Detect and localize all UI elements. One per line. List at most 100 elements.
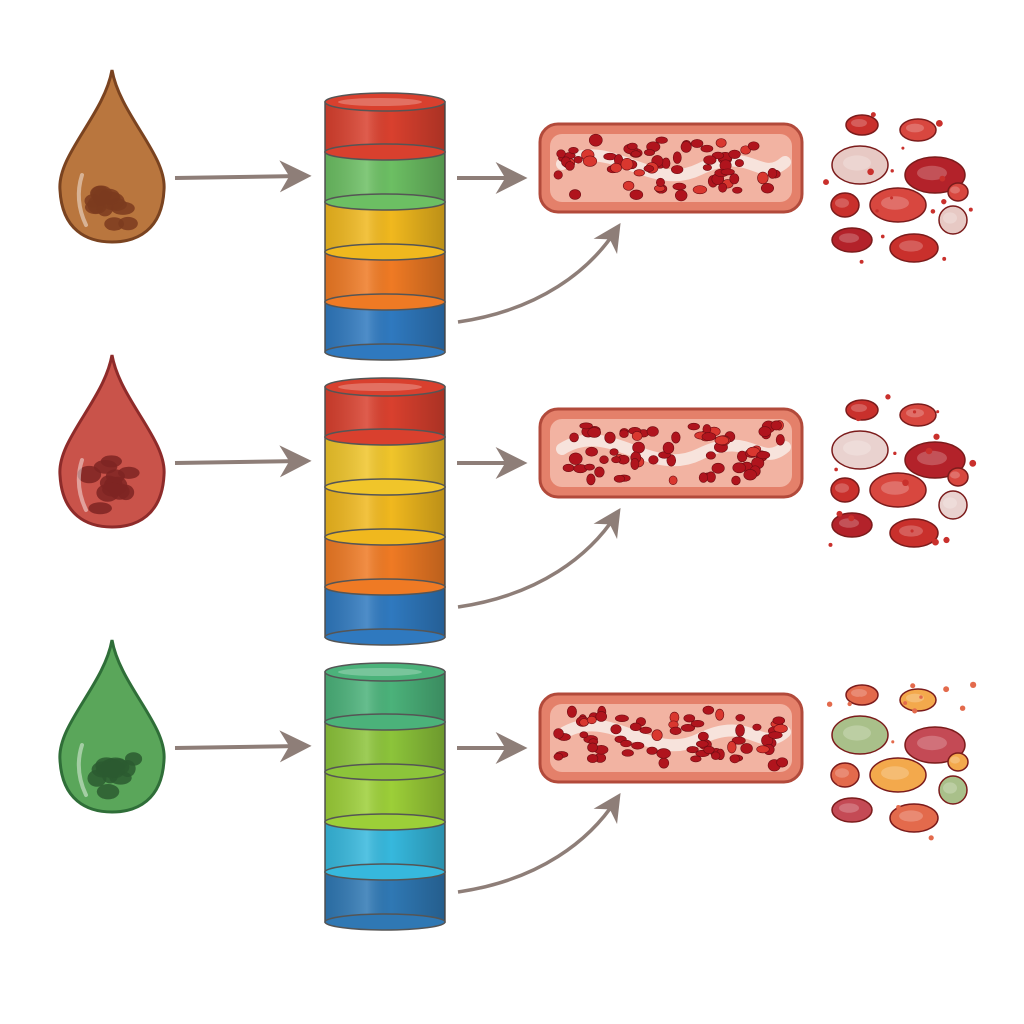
- cell-dot: [912, 708, 918, 714]
- vessel-cell: [610, 162, 622, 173]
- vessel-cell: [703, 745, 715, 755]
- vessel-cell: [587, 754, 599, 763]
- vessel-cell: [648, 455, 659, 465]
- cell-dot: [935, 119, 943, 127]
- vessel-cell: [687, 422, 700, 431]
- arrow-to-stack: [174, 445, 312, 478]
- vessel-cell: [702, 705, 715, 715]
- cell-dot: [836, 780, 842, 786]
- cell-dot: [942, 256, 947, 261]
- vessel-cell: [594, 466, 605, 478]
- layer-bottom-rim: [324, 293, 446, 311]
- red-drop-icon: [58, 354, 166, 529]
- drop-highlight: [76, 743, 88, 797]
- vessel-cell: [556, 149, 566, 159]
- blood-cell-shine: [943, 497, 957, 509]
- vessel-cell: [680, 141, 692, 153]
- blood-cell-shine: [881, 766, 909, 780]
- curved-arrow: [457, 507, 621, 609]
- vessel-cell: [727, 740, 737, 754]
- blood-cell: [845, 399, 879, 421]
- layer-bottom-rim: [324, 628, 446, 646]
- column-top: [324, 377, 446, 397]
- vessel-cell: [700, 144, 714, 153]
- vessel-cell: [711, 151, 725, 160]
- vessel-cell: [672, 182, 687, 191]
- blood-cell-shine: [843, 440, 871, 456]
- vessel-cell: [609, 448, 619, 456]
- vessel-cell: [651, 729, 663, 741]
- drop-highlight: [76, 458, 88, 512]
- vessel-cell: [732, 462, 746, 474]
- vessel-cell: [768, 731, 783, 739]
- vessel-cell: [711, 751, 721, 760]
- vessel-cell: [587, 427, 601, 438]
- cell-dot: [848, 515, 855, 522]
- drop-body: [58, 69, 166, 244]
- vessel-cell: [631, 431, 643, 441]
- cell-cluster: [826, 681, 977, 841]
- vessel-cell: [644, 149, 655, 156]
- blood-cell-shine: [835, 768, 849, 778]
- vessel-cell: [585, 446, 598, 457]
- vessel-cell: [731, 736, 746, 745]
- cell-cluster: [828, 394, 977, 548]
- blood-cell: [845, 114, 879, 136]
- vessel-cell: [718, 182, 728, 193]
- vessel-cell: [587, 742, 598, 753]
- vessel-cell: [568, 147, 579, 154]
- vessel-cell: [568, 452, 583, 465]
- vessel-cell: [686, 746, 699, 754]
- vessel-cell: [729, 173, 740, 185]
- vessel-cell: [711, 462, 725, 474]
- blood-cell-shine: [839, 518, 859, 528]
- blood-cell: [899, 118, 937, 142]
- vessel-cell: [705, 451, 716, 460]
- blood-cell-shine: [851, 404, 867, 412]
- layer-bottom-rim: [324, 813, 446, 831]
- drop-body: [58, 354, 166, 529]
- layer-bottom-rim: [324, 143, 446, 161]
- cell-dot: [919, 695, 923, 699]
- vessel-cell: [566, 705, 577, 718]
- vessel-cell: [756, 450, 771, 460]
- vessel-cell: [740, 145, 751, 155]
- vessel-cell: [729, 754, 740, 764]
- vessel-cell: [582, 155, 598, 167]
- column-layer-2: [324, 151, 446, 211]
- cell-dot: [925, 811, 932, 818]
- vessel-cell: [728, 149, 741, 159]
- blood-cell: [831, 227, 873, 253]
- blood-cell-shine: [899, 810, 923, 822]
- column-top-shine: [338, 668, 422, 676]
- blood-cell: [947, 182, 969, 202]
- blood-cell-shine: [835, 483, 849, 493]
- cell-dot: [910, 529, 914, 533]
- cell-dot: [826, 701, 833, 707]
- arrow-to-stack: [174, 160, 312, 193]
- blood-cell: [947, 467, 969, 487]
- vessel-cell: [569, 189, 582, 200]
- vessel-cell: [735, 724, 745, 737]
- blood-cell: [889, 803, 939, 833]
- vessel-cell: [702, 164, 712, 171]
- blood-cell: [947, 752, 969, 772]
- cell-dot: [928, 835, 934, 841]
- vessel-cell: [646, 426, 659, 437]
- vessel-cell: [767, 168, 778, 179]
- vessel-cell: [690, 755, 702, 763]
- blood-cell-shine: [906, 123, 924, 133]
- vessel-cell: [584, 463, 595, 471]
- blood-cell-shine: [881, 481, 909, 495]
- vessel-cell: [690, 719, 705, 728]
- vessel-cell: [740, 743, 753, 754]
- layered-column: [324, 662, 446, 931]
- vessel-cell: [731, 475, 741, 486]
- layered-column: [324, 377, 446, 646]
- diagram-row-2: [58, 354, 977, 646]
- layer-bottom-rim: [324, 193, 446, 211]
- blood-cell-shine: [950, 471, 960, 479]
- vessel-cell: [629, 189, 644, 200]
- vessel-cell: [680, 724, 696, 732]
